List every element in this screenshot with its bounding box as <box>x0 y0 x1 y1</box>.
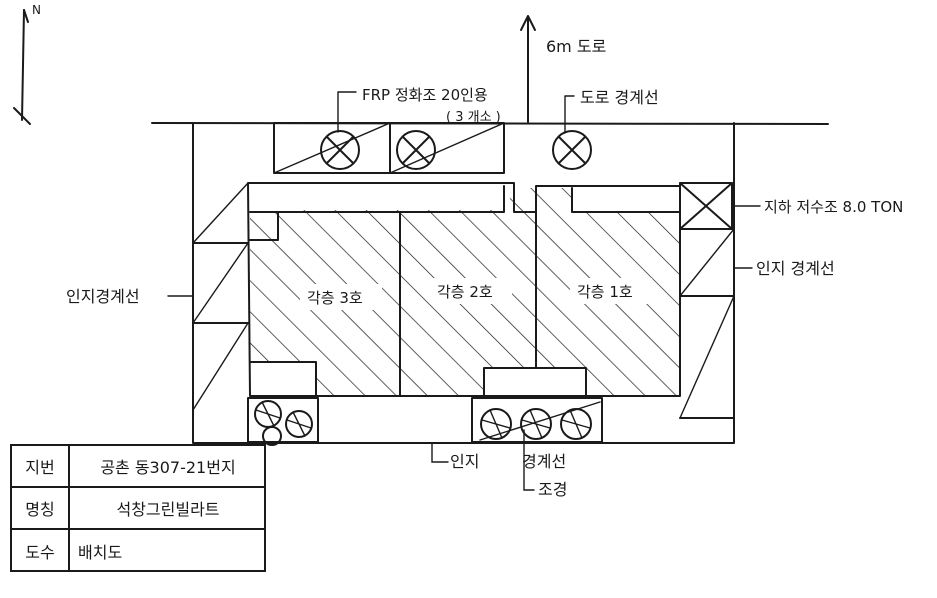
north-arrow: N <box>13 3 41 125</box>
landscaping-label: 조경 <box>538 480 567 499</box>
title-block: 지번 공촌 동307-21번지 명칭 석창그린빌라트 도수 배치도 <box>10 444 266 572</box>
title-key: 명칭 <box>12 488 70 528</box>
tree-icon <box>254 400 282 428</box>
title-key: 도수 <box>12 530 70 572</box>
tree-icon <box>285 410 313 438</box>
tree-icon <box>262 426 282 446</box>
title-row-name: 명칭 석창그린빌라트 <box>12 488 264 530</box>
landscaping <box>247 397 603 446</box>
unit-label: 각층 1호 <box>577 283 633 301</box>
underground-tank-icon <box>679 182 733 230</box>
title-row-lot: 지번 공촌 동307-21번지 <box>12 446 264 488</box>
road-boundary-label: 도로 경계선 <box>580 88 659 107</box>
road-arrow: 6m 도로 <box>520 15 606 123</box>
title-value: 석창그린빌라트 <box>116 500 220 519</box>
title-value: 공촌 동307-21번지 <box>100 458 236 477</box>
septic-tank-icon <box>552 130 592 170</box>
frp-tank-label: FRP 정화조 20인용 <box>362 86 488 104</box>
road-label: 6m 도로 <box>546 37 606 56</box>
frp-tank-count-label: ( 3 개소 ) <box>446 110 501 125</box>
septic-tank-icon <box>396 130 436 170</box>
title-row-drawing: 도수 배치도 <box>12 530 264 572</box>
site-boundary <box>192 122 735 444</box>
adjacent-boundary-bottom-label: 경계선 <box>522 452 566 471</box>
adjacent-boundary-right-label: 인지 경계선 <box>756 259 835 278</box>
side-strip-left <box>192 182 249 411</box>
leader-lines <box>167 91 761 491</box>
title-key: 지번 <box>12 446 70 486</box>
septic-tank-icon <box>320 130 360 170</box>
underground-tank-label: 지하 저수조 8.0 TON <box>764 198 903 216</box>
unit-label: 각층 3호 <box>307 289 363 307</box>
side-strip-right <box>679 228 735 419</box>
septic-tank-area <box>273 122 592 174</box>
adjacent-boundary-left-label: 인지경계선 <box>66 287 140 306</box>
title-value: 배치도 <box>78 543 123 562</box>
adjacent-boundary-bottom-label: 인지 <box>450 452 479 471</box>
unit-label: 각층 2호 <box>437 283 493 301</box>
tree-icon <box>520 408 552 440</box>
annotations: FRP 정화조 20인용 ( 3 개소 ) 도로 경계선 지하 저수조 8.0 … <box>66 86 903 499</box>
unit-labels: 각층 3호 각층 2호 각층 1호 <box>300 278 652 310</box>
north-label: N <box>32 3 41 17</box>
